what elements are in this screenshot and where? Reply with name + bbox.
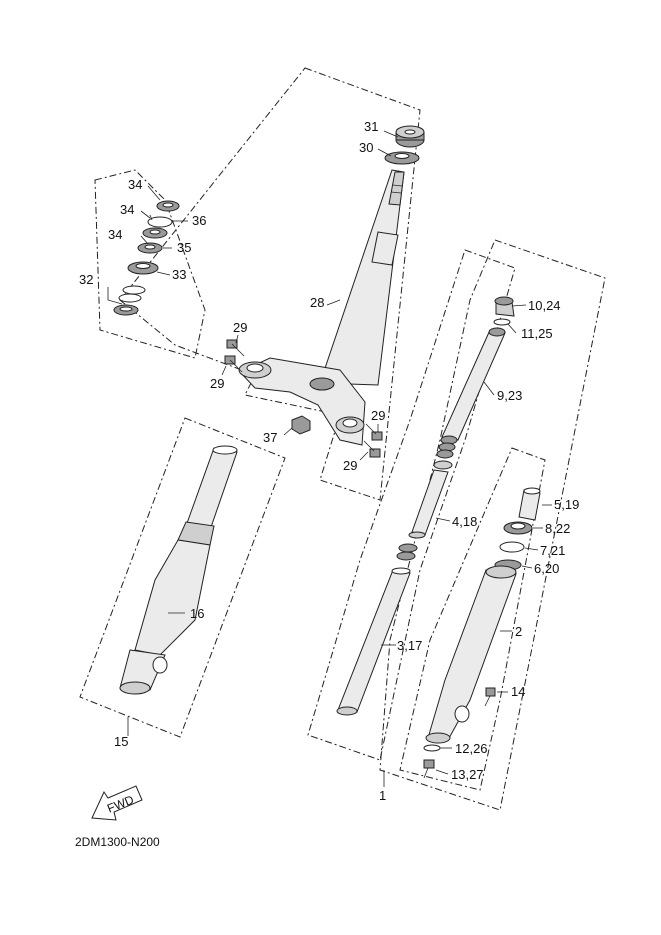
bearing-cap — [395, 125, 425, 148]
bracket-bolt — [224, 355, 243, 373]
callout-7-21: 7,21 — [540, 543, 565, 558]
lock-washer — [147, 214, 173, 228]
bracket-bolt — [365, 423, 383, 441]
callout-2: 2 — [515, 624, 522, 639]
bearing-cover — [127, 261, 159, 275]
copper-washer — [423, 744, 441, 752]
steering-assembly-frame — [119, 67, 421, 501]
callout-36: 36 — [192, 213, 206, 228]
callout-30: 30 — [359, 140, 373, 155]
fork-spring-upper — [441, 327, 506, 441]
callout-34-bottom: 34 — [108, 227, 122, 242]
callout-29-lower-right: 29 — [343, 458, 357, 473]
hex-nut — [291, 415, 311, 435]
fork-spring-lower — [436, 435, 458, 459]
dust-seal-spacer — [518, 487, 541, 521]
callout-5-19: 5,19 — [554, 497, 579, 512]
inner-tube-frame — [307, 249, 516, 761]
callout-16: 16 — [190, 606, 204, 621]
ring-nut-lower — [137, 242, 163, 254]
callout-29-lower-left: 29 — [210, 376, 224, 391]
drain-bolt — [423, 759, 435, 779]
callout-12-26: 12,26 — [455, 741, 488, 756]
bracket-bolt — [226, 339, 245, 357]
dust-seal — [503, 521, 533, 535]
callout-29-upper-right: 29 — [371, 408, 385, 423]
steering-stem — [319, 169, 405, 386]
left-fork-frame — [79, 417, 286, 738]
upper-bearing — [384, 151, 420, 165]
callout-13-27: 13,27 — [451, 767, 484, 782]
bracket-bolt — [363, 440, 381, 458]
left-fork-assembly — [119, 445, 238, 695]
callout-33: 33 — [172, 267, 186, 282]
callout-34-top: 34 — [128, 177, 142, 192]
ball-race-set — [107, 285, 146, 316]
bleed-bolt — [484, 687, 496, 707]
cap-bolt — [494, 296, 515, 317]
callout-8-22: 8,22 — [545, 521, 570, 536]
callout-28: 28 — [310, 295, 324, 310]
outer-tube-frame — [399, 447, 546, 791]
callout-6-20: 6,20 — [534, 561, 559, 576]
callout-29-upper-left: 29 — [233, 320, 247, 335]
fwd-arrow-icon: FWD — [91, 785, 143, 821]
callout-1: 1 — [379, 788, 386, 803]
inner-tube — [336, 567, 411, 716]
callout-4-18: 4,18 — [452, 514, 477, 529]
under-bracket — [238, 357, 366, 446]
ring-nut — [142, 227, 168, 239]
o-ring — [493, 318, 511, 326]
outer-tube — [425, 565, 517, 744]
callout-3-17: 3,17 — [397, 638, 422, 653]
fwd-label: FWD — [105, 792, 136, 815]
oil-seal-clip — [499, 541, 525, 553]
callout-11-25: 11,25 — [521, 326, 553, 341]
bearing-group-frame — [94, 169, 206, 359]
callout-31: 31 — [364, 119, 378, 134]
callout-14: 14 — [511, 684, 525, 699]
callout-10-24: 10,24 — [528, 298, 561, 313]
callout-15: 15 — [114, 734, 128, 749]
callout-35: 35 — [177, 240, 191, 255]
lock-nut — [156, 200, 180, 212]
callout-34-middle: 34 — [120, 202, 134, 217]
damper-rod — [396, 460, 453, 561]
diagram-code: 2DM1300-N200 — [75, 835, 160, 849]
callout-37: 37 — [263, 430, 277, 445]
callout-9-23: 9,23 — [497, 388, 522, 403]
right-fork-frame-outer — [379, 239, 606, 811]
callout-32: 32 — [79, 272, 93, 287]
